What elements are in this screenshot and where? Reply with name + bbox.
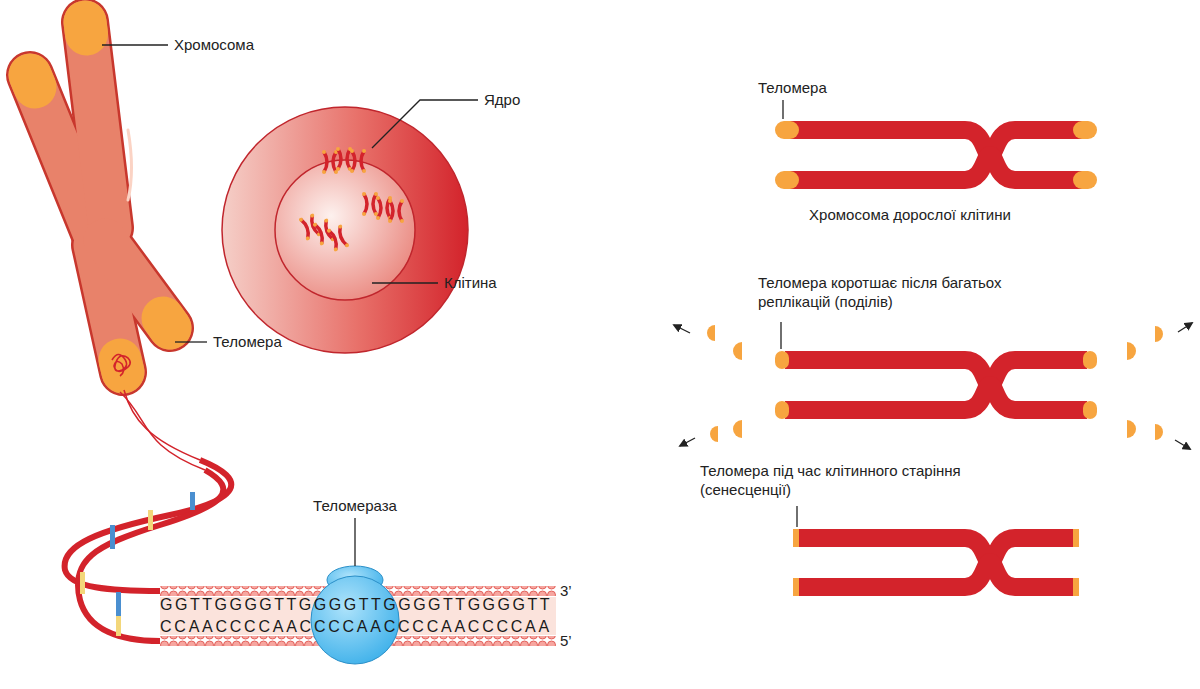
- adult-chromosome: [775, 100, 1097, 189]
- leader-line: [354, 518, 355, 566]
- part-label: Хромосома: [174, 35, 254, 55]
- part-label: Теломераза: [313, 496, 397, 516]
- cell: [222, 107, 468, 353]
- part-label: Клітина: [444, 273, 497, 293]
- caption-label: Хромосома дорослої клітини: [809, 205, 1011, 225]
- telomerase-enzyme: [311, 518, 399, 664]
- chromosome: [30, 22, 170, 376]
- strand-end-label: 3’: [560, 581, 572, 601]
- part-label: Теломера: [213, 332, 282, 352]
- dna-sequence: CCAACCCCAACCCCAACCCCAACCCCAA: [160, 617, 552, 638]
- dna-sequence: GGTTGGGGTTGGGGTTGGGGTTGGGGTT: [160, 595, 552, 616]
- part-label: Теломера: [758, 78, 827, 98]
- senescent-chromosome: [793, 506, 1079, 596]
- part-label: Ядро: [484, 90, 520, 110]
- shortening-chromosome: [674, 322, 1192, 449]
- stage-label: Теломера під час клітинного старіння (се…: [700, 461, 980, 500]
- leader-lines: [102, 45, 478, 342]
- stage-label: Теломера коротшає після багатьох репліка…: [758, 273, 1028, 312]
- strand-end-label: 5’: [560, 631, 572, 651]
